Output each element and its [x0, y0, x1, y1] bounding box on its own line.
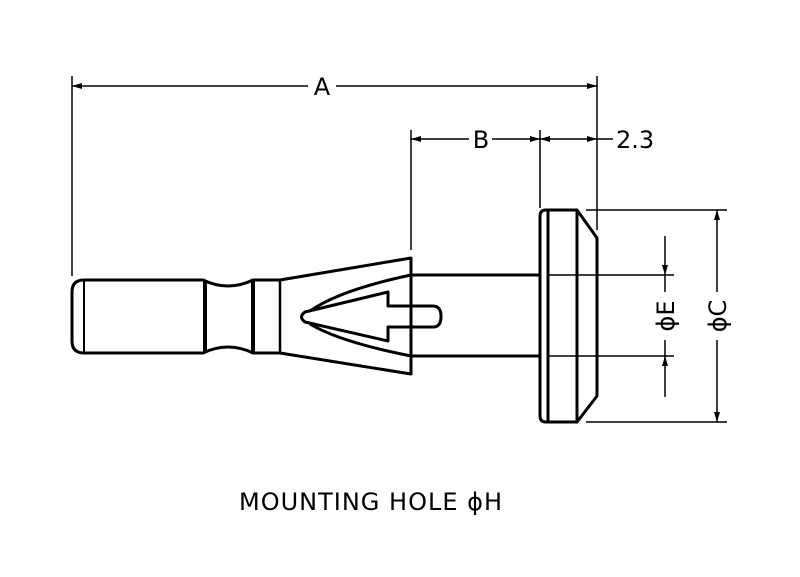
pin-tip	[70, 256, 413, 376]
dimension-lines	[71, 76, 727, 423]
dim-e-label: ϕE	[652, 301, 680, 332]
finger-upper	[309, 273, 412, 313]
finger-lower	[309, 322, 412, 358]
part-outline	[70, 208, 599, 424]
arrow-core	[300, 290, 443, 343]
flange-head	[538, 208, 599, 424]
caption: MOUNTING HOLE ϕH	[239, 488, 503, 516]
dim-a-label: A	[314, 73, 331, 101]
dim-flange-thickness-label: 2.3	[616, 126, 654, 154]
dim-b-label: B	[473, 126, 489, 154]
dim-c-label: ϕC	[704, 300, 732, 333]
